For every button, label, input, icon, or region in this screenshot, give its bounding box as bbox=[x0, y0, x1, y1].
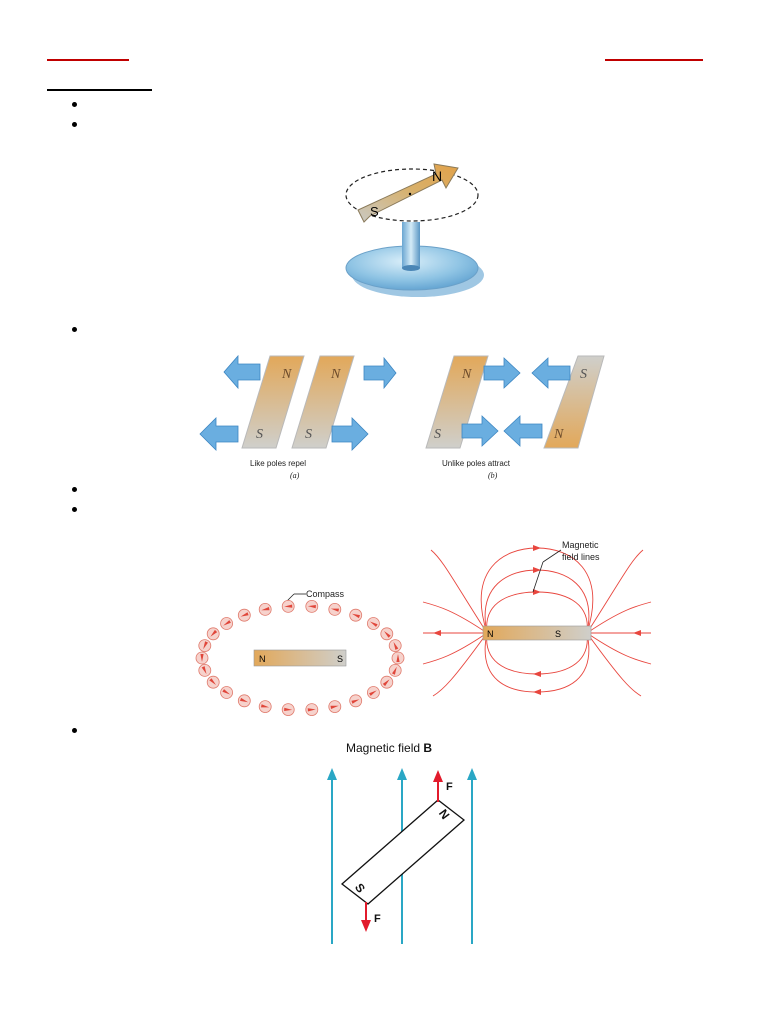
compass-needle bbox=[203, 641, 208, 650]
arrow-attract-top-2 bbox=[531, 357, 571, 389]
compass-needle bbox=[240, 612, 249, 617]
compass-needle bbox=[330, 608, 339, 612]
compass-needle bbox=[330, 705, 339, 709]
header-rule-right bbox=[605, 59, 703, 61]
caption-b: (b) bbox=[488, 471, 498, 480]
field-lines-label-2: field lines bbox=[562, 552, 600, 562]
figure-field-lines: N S Magnetic field lines bbox=[422, 540, 652, 697]
compass-label: Compass bbox=[306, 589, 345, 599]
bar-a-left bbox=[241, 355, 305, 449]
svg-text:N: N bbox=[461, 367, 472, 382]
compass-needle bbox=[284, 604, 293, 608]
field-arrowheads bbox=[433, 545, 641, 695]
force-top-label: F bbox=[446, 781, 453, 793]
bar-b-right bbox=[543, 355, 605, 449]
header-rule-under bbox=[47, 89, 152, 91]
compass-needle bbox=[200, 654, 204, 662]
compass-needle bbox=[210, 629, 218, 637]
svg-text:S: S bbox=[305, 427, 312, 442]
compass-needle bbox=[222, 689, 231, 695]
compass-needle bbox=[393, 641, 399, 650]
bullet-1 bbox=[72, 102, 77, 107]
arrow-attract-top-1 bbox=[483, 357, 521, 389]
compass-needle bbox=[201, 666, 207, 675]
svg-text:N: N bbox=[281, 367, 292, 382]
arrow-repel-bottom-right bbox=[331, 417, 369, 451]
svg-text:N: N bbox=[487, 629, 494, 639]
bar-a-right bbox=[291, 355, 355, 449]
compass-needle bbox=[369, 690, 377, 696]
compass-needle bbox=[351, 699, 360, 704]
compass-needle bbox=[223, 620, 231, 626]
arrow-attract-bottom-1 bbox=[461, 415, 499, 447]
svg-text:N: N bbox=[330, 367, 341, 382]
compass-needle bbox=[384, 631, 391, 638]
compass-needle bbox=[307, 605, 316, 609]
bullet-4 bbox=[72, 487, 77, 492]
needle-south-label: S bbox=[370, 204, 379, 219]
figure-poles: N S N S Like poles repel (a) N S S N Unl… bbox=[199, 354, 605, 480]
needle-arrow bbox=[357, 163, 459, 223]
compass-needle bbox=[209, 678, 216, 685]
header-rule-left bbox=[47, 59, 129, 61]
compass-needle bbox=[284, 707, 293, 711]
field-lines-label-1: Magnetic bbox=[562, 540, 599, 550]
field-lines bbox=[422, 547, 652, 697]
compass-needle bbox=[396, 654, 400, 662]
figure-compass-stand: N S bbox=[345, 163, 484, 297]
compass-ring bbox=[195, 599, 405, 716]
rotation-circle bbox=[345, 168, 479, 222]
caption-a: (a) bbox=[290, 471, 300, 480]
svg-text:S: S bbox=[555, 629, 561, 639]
stand-post bbox=[402, 222, 420, 268]
bullet-5 bbox=[72, 507, 77, 512]
svg-text:S: S bbox=[256, 427, 263, 442]
bullet-6 bbox=[72, 728, 77, 733]
arrow-repel-top-right bbox=[363, 356, 397, 390]
force-bottom-label: F bbox=[374, 913, 381, 925]
torque-title: Magnetic field B bbox=[346, 741, 432, 755]
svg-text:N: N bbox=[553, 427, 564, 442]
svg-text:S: S bbox=[337, 654, 343, 664]
arrow-attract-bottom-2 bbox=[503, 415, 543, 447]
svg-text:S: S bbox=[434, 427, 441, 442]
figure-torque: Magnetic field B N S F F bbox=[327, 741, 477, 944]
bullet-2 bbox=[72, 122, 77, 127]
svg-text:N: N bbox=[259, 654, 266, 664]
compass-needle bbox=[261, 704, 270, 708]
bar-b-left bbox=[425, 355, 489, 449]
arrow-repel-top-left bbox=[223, 354, 261, 390]
bar-magnet-field bbox=[482, 625, 592, 641]
figure-compasses: Compass N S bbox=[195, 589, 405, 716]
caption-like-poles: Like poles repel bbox=[250, 459, 306, 468]
arrow-repel-bottom-left bbox=[199, 417, 239, 451]
compass-needle bbox=[307, 708, 316, 712]
compass-needle bbox=[261, 607, 270, 611]
caption-unlike-poles: Unlike poles attract bbox=[442, 459, 511, 468]
needle-north-label: N bbox=[432, 168, 442, 184]
compass-needle bbox=[382, 679, 390, 687]
bar-magnet-small bbox=[253, 649, 347, 667]
compass-needle bbox=[240, 697, 249, 703]
bullet-3 bbox=[72, 327, 77, 332]
magnet-rectangle bbox=[340, 799, 466, 905]
compass-needle bbox=[392, 666, 397, 675]
compass-needle bbox=[351, 613, 360, 619]
svg-text:S: S bbox=[580, 367, 587, 382]
compass-needle bbox=[369, 621, 378, 627]
